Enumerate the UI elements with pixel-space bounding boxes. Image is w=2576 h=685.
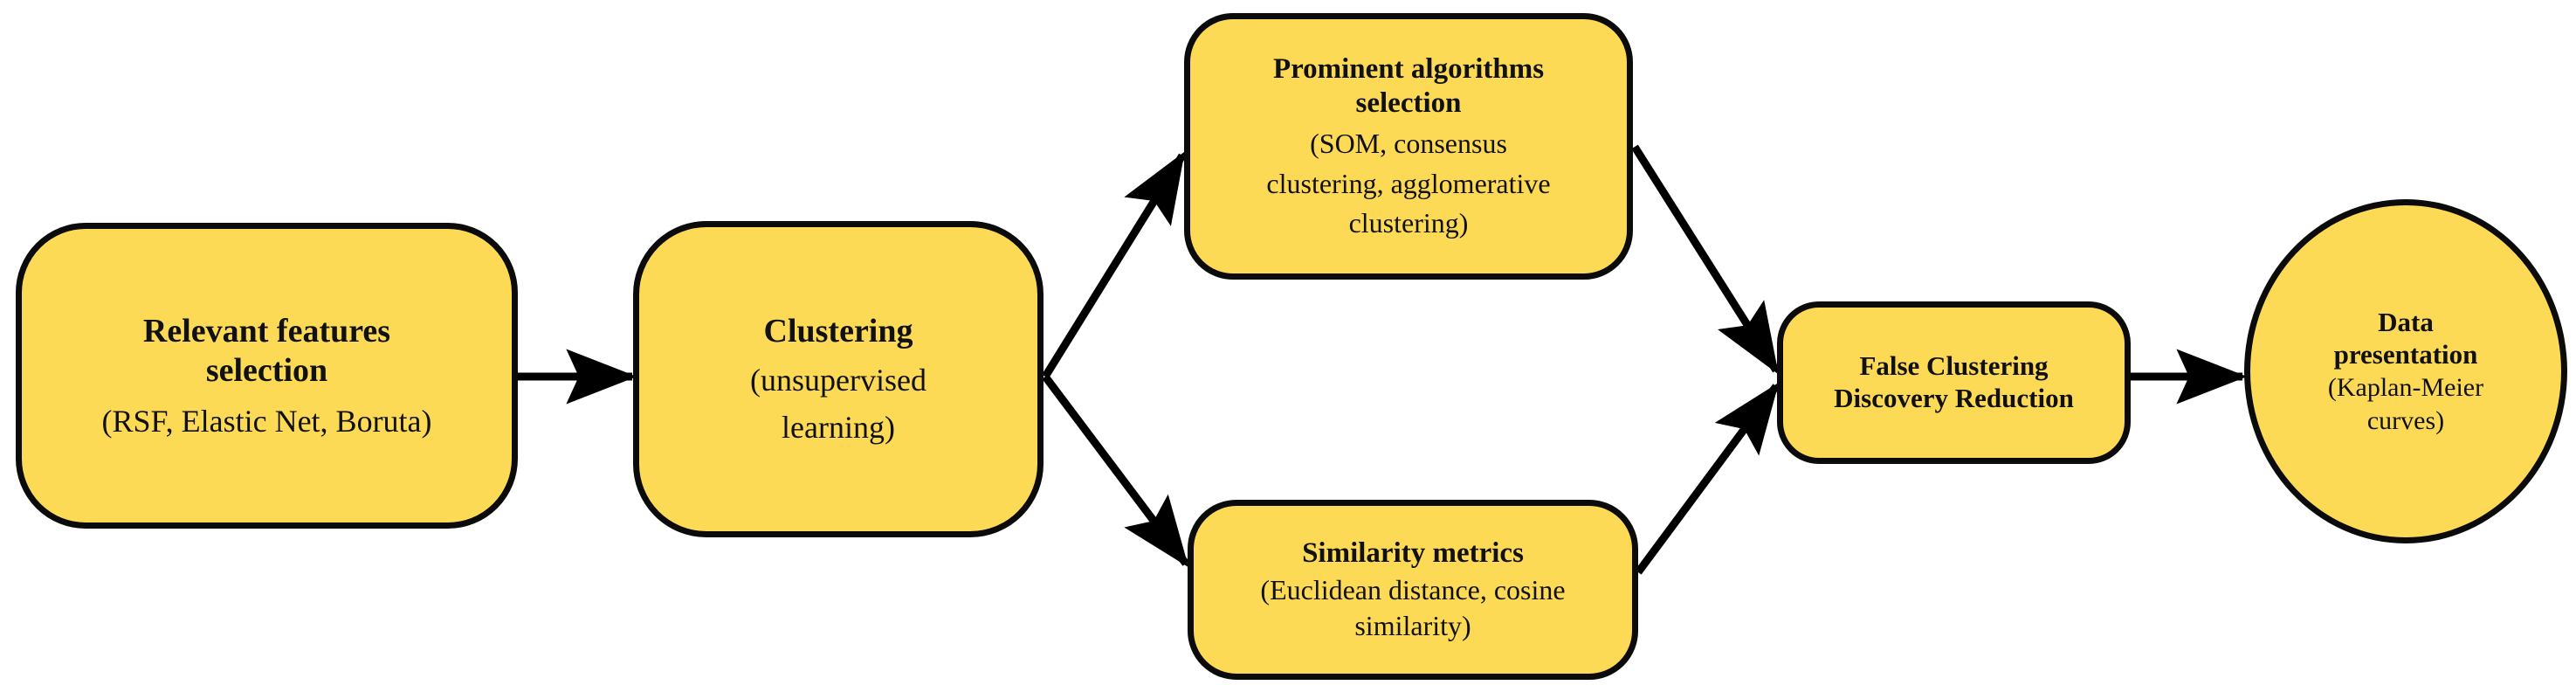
node-prominent-algorithms-title-line2: selection	[1355, 86, 1462, 119]
node-relevant-features-title-line1: Relevant features	[142, 312, 391, 349]
node-clustering-title: Clustering	[763, 313, 913, 350]
node-similarity-metrics[interactable]: Similarity metrics (Euclidean distance, …	[1188, 500, 1638, 680]
node-relevant-features[interactable]: Relevant features selection (RSF, Elasti…	[16, 223, 518, 529]
node-data-presentation-subtitle-line2: curves)	[2366, 405, 2445, 435]
node-prominent-algorithms[interactable]: Prominent algorithms selection (SOM, con…	[1184, 13, 1633, 280]
edge-clustering-to-similarity	[1042, 374, 1189, 568]
node-data-presentation[interactable]: Data presentation (Kaplan-Meier curves)	[2244, 199, 2567, 543]
node-fcdr-title-line1: False Clustering	[1859, 350, 2049, 382]
node-clustering-subtitle-line2: learning)	[782, 410, 895, 446]
node-similarity-metrics-subtitle-line1: (Euclidean distance, cosine	[1260, 573, 1566, 605]
node-relevant-features-subtitle: (RSF, Elastic Net, Boruta)	[101, 403, 432, 439]
node-prominent-algorithms-subtitle-line1: (SOM, consensus	[1310, 127, 1507, 159]
node-data-presentation-title-line2: presentation	[2333, 338, 2478, 370]
node-prominent-algorithms-title-line1: Prominent algorithms	[1272, 52, 1545, 85]
node-data-presentation-title-line1: Data	[2378, 307, 2434, 338]
node-data-presentation-subtitle-line1: (Kaplan-Meier	[2327, 373, 2484, 403]
node-similarity-metrics-subtitle-line2: similarity)	[1354, 610, 1471, 642]
node-relevant-features-title-line2: selection	[205, 351, 328, 389]
edge-prominent-to-fcdr	[1631, 144, 1780, 375]
node-clustering[interactable]: Clustering (unsupervised learning)	[633, 221, 1043, 537]
node-fcdr-title-line2: Discovery Reduction	[1834, 383, 2074, 413]
edge-similarity-to-fcdr	[1635, 382, 1780, 575]
edge-clustering-to-prominent	[1042, 151, 1186, 379]
node-false-clustering-discovery-reduction[interactable]: False Clustering Discovery Reduction	[1777, 301, 2131, 464]
node-prominent-algorithms-subtitle-line2: clustering, agglomerative	[1266, 167, 1551, 199]
node-similarity-metrics-title: Similarity metrics	[1302, 536, 1524, 569]
node-clustering-subtitle-line1: (unsupervised	[750, 362, 926, 398]
node-prominent-algorithms-subtitle-line3: clustering)	[1348, 207, 1469, 239]
